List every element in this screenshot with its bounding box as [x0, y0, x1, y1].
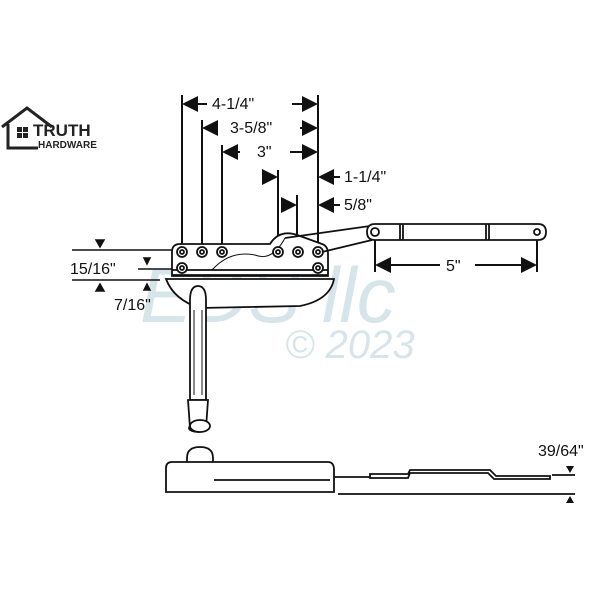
- dim-arm-length: 5": [446, 258, 461, 275]
- truth-hardware-logo: TRUTH HARDWARE: [1, 106, 97, 151]
- dim-offset-b: 5/8": [344, 197, 372, 214]
- dim-base-height: 15/16": [70, 261, 116, 278]
- mounting-hole-icons: [176, 246, 324, 274]
- dim-overall-width: 4-1/4": [212, 96, 254, 113]
- house-roof-icon: [1, 106, 53, 129]
- operator-side-view: [165, 419, 575, 495]
- dim-hole-offset: 7/16": [114, 297, 151, 314]
- logo-line2: HARDWARE: [38, 140, 97, 151]
- logo-line1: TRUTH: [33, 121, 91, 140]
- watermark-copyright: © 2023: [285, 323, 415, 367]
- dim-inner-hole-span: 3": [257, 144, 272, 161]
- crank-handle: [187, 285, 209, 433]
- dim-mount-hole-span: 3-5/8": [230, 120, 272, 137]
- dim-profile-height: 39/64": [538, 443, 584, 460]
- dim-offset-a: 1-1/4": [344, 169, 386, 186]
- operator-top-view: [164, 232, 336, 433]
